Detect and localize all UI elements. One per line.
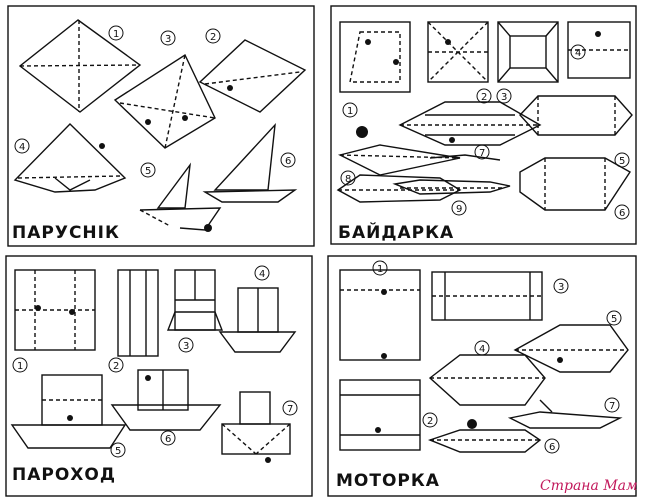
svg-text:2: 2 <box>481 92 487 103</box>
svg-text:4: 4 <box>259 269 265 280</box>
svg-text:2: 2 <box>427 416 433 427</box>
motorboat-step-3 <box>431 271 543 321</box>
svg-text:6: 6 <box>285 156 291 167</box>
title-motorboat: МОТОРКА <box>336 471 440 491</box>
sailboat-step-1 <box>18 19 142 113</box>
kayak-step-3 <box>497 21 559 83</box>
sailboat-step-4 <box>13 123 127 193</box>
svg-text:2: 2 <box>113 361 119 372</box>
panel-frame-motorboat <box>327 255 637 497</box>
svg-text:1: 1 <box>377 264 383 275</box>
panel-frame-steamer <box>5 255 313 497</box>
step-markers <box>12 25 630 458</box>
svg-text:7: 7 <box>287 404 293 415</box>
sailboat-step-3 <box>113 53 216 149</box>
motorboat-step-6 <box>427 429 542 453</box>
svg-text:4: 4 <box>479 344 485 355</box>
svg-text:5: 5 <box>611 314 617 325</box>
svg-text:4: 4 <box>19 142 25 153</box>
sailboat-step-6 <box>202 122 298 203</box>
svg-text:9: 9 <box>456 204 462 215</box>
panel-frame-kayak <box>330 5 637 245</box>
svg-text:5: 5 <box>115 446 121 457</box>
title-kayak: БАЙДАРКА <box>338 221 454 243</box>
kayak-step-6 <box>519 157 631 211</box>
steamer-step-4 <box>218 287 297 353</box>
kayak-step-9 <box>392 179 511 195</box>
svg-text:4: 4 <box>575 48 581 59</box>
svg-text:7: 7 <box>479 148 485 159</box>
svg-text:5: 5 <box>145 166 151 177</box>
svg-text:3: 3 <box>558 282 564 293</box>
sailboat-step-5 <box>139 162 222 231</box>
kayak-step-hex <box>519 95 633 136</box>
steamer-step-5 <box>10 374 127 449</box>
svg-text:3: 3 <box>165 34 171 45</box>
kayak-step-8 <box>336 174 462 203</box>
steamer-step-6 <box>110 369 222 431</box>
kayak-step-5-boat <box>398 101 542 146</box>
kayak-step-2 <box>427 21 489 83</box>
motorboat-step-5 <box>513 324 629 373</box>
steamer-step-3 <box>166 269 224 331</box>
svg-text:7: 7 <box>609 401 615 412</box>
kayak-step-1 <box>339 21 411 93</box>
svg-text:5: 5 <box>619 156 625 167</box>
svg-text:3: 3 <box>501 92 507 103</box>
motorboat-step-7 <box>507 399 623 429</box>
kayak-step-4 <box>567 21 631 79</box>
svg-text:2: 2 <box>210 32 216 43</box>
motorboat-step-4 <box>428 354 546 406</box>
svg-text:6: 6 <box>619 208 625 219</box>
fold-arrows <box>35 31 601 463</box>
svg-text:6: 6 <box>165 434 171 445</box>
motorboat-step-1 <box>339 269 421 361</box>
title-sailboat: ПАРУСНІК <box>12 223 120 243</box>
sailboat-step-2 <box>198 39 307 113</box>
watermark: Страна Мам <box>540 478 638 494</box>
step-numbers: 1 2 3 4 5 6 1 2 3 4 7 8 9 5 6 1 2 3 4 5 6 7 1 3 5 4 2 7 6 <box>17 29 625 457</box>
svg-text:8: 8 <box>345 174 351 185</box>
svg-text:6: 6 <box>549 442 555 453</box>
steamer-step-2 <box>117 269 159 357</box>
kayak-step-7 <box>337 144 501 176</box>
steamer-step-1 <box>14 269 96 351</box>
title-steamer: ПАРОХОД <box>12 465 116 485</box>
svg-text:1: 1 <box>17 361 23 372</box>
motorboat-step-2 <box>339 379 421 451</box>
steamer-step-7 <box>221 391 291 455</box>
svg-text:3: 3 <box>183 341 189 352</box>
svg-text:1: 1 <box>347 106 353 117</box>
panel-frame-sailboat <box>7 5 315 247</box>
svg-text:1: 1 <box>113 29 119 40</box>
